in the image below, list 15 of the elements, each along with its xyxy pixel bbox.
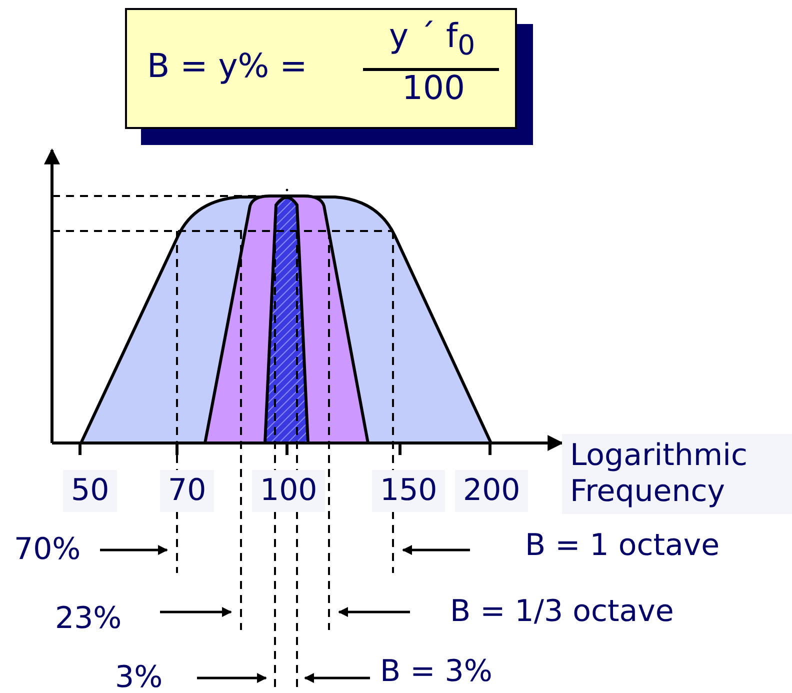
- bandwidth-percent: 23%: [55, 602, 122, 636]
- bandwidth-percent: 70%: [14, 533, 81, 567]
- tick-label: 70: [160, 470, 214, 512]
- axis-label: Logarithmic Frequency: [562, 434, 792, 514]
- tick-label: 150: [372, 470, 446, 512]
- tick-label: 100: [252, 470, 326, 512]
- tick-label: 50: [63, 470, 118, 512]
- numerator: y ´ f$_{0}$: [389, 16, 476, 62]
- bandwidth-label: B = 3%: [380, 655, 492, 689]
- denominator: 100: [402, 68, 465, 107]
- formula-text: B = y% =: [147, 46, 308, 85]
- bandwidth-label: B = 1/3 octave: [450, 595, 674, 629]
- bandwidth-label: B = 1 octave: [525, 529, 720, 563]
- bandwidth-percent: 3%: [115, 661, 163, 693]
- tick-label: 200: [455, 470, 528, 512]
